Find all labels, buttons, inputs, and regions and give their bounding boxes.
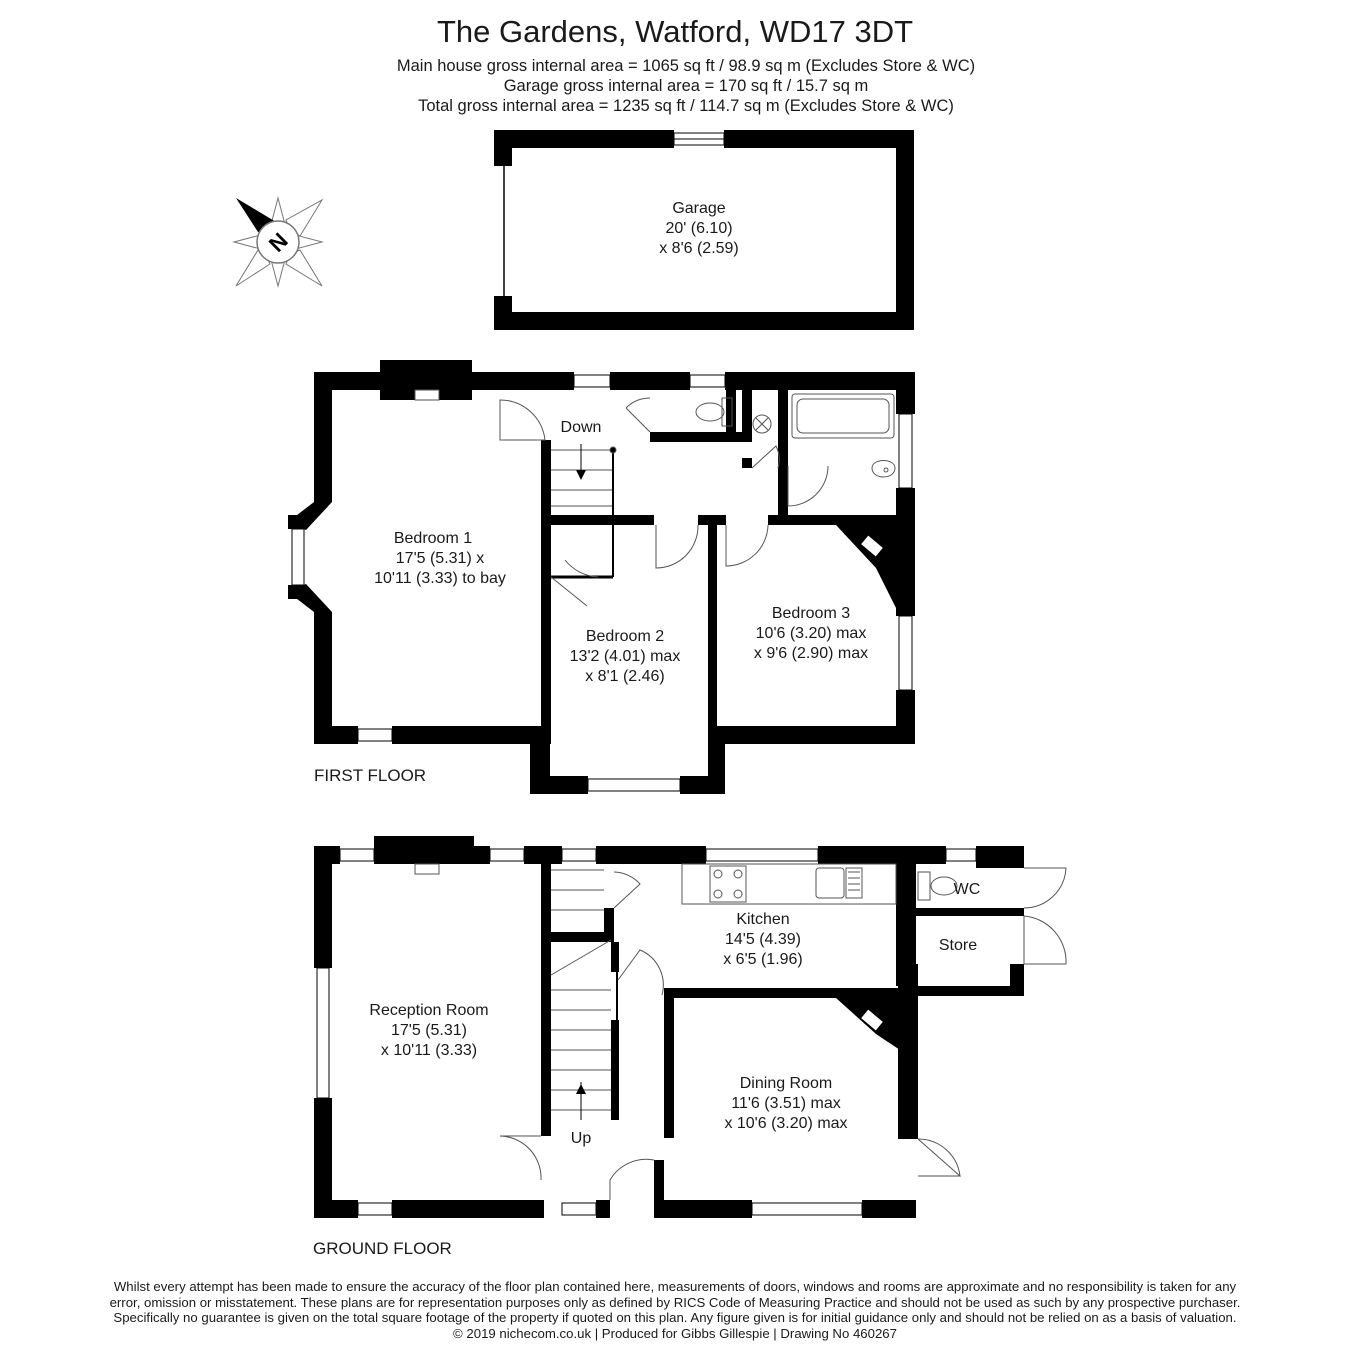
total-area: Total gross internal area = 1235 sq ft /… bbox=[418, 97, 954, 115]
ground-floor-fixtures bbox=[316, 848, 1067, 1216]
plan-title: The Gardens, Watford, WD17 3DT bbox=[436, 14, 914, 49]
disclaimer-line: Specifically no guarantee is given on th… bbox=[113, 1310, 1237, 1325]
dining-dim-2: x 10'6 (3.20) max bbox=[724, 1115, 847, 1132]
bedroom3-name: Bedroom 3 bbox=[772, 605, 850, 622]
disclaimer: Whilst every attempt has been made to en… bbox=[40, 1279, 1310, 1341]
bedroom1-dim-2: 10'11 (3.33) to bay bbox=[374, 570, 506, 587]
disclaimer-line: error, omission or misstatement. These p… bbox=[109, 1294, 1241, 1310]
garage-plan bbox=[494, 130, 914, 330]
bedroom2-dim-1: 13'2 (4.01) max bbox=[570, 648, 681, 665]
compass-icon: N bbox=[232, 196, 324, 288]
bedroom1-name: Bedroom 1 bbox=[394, 530, 472, 547]
stairs-down-label: Down bbox=[561, 419, 602, 436]
stairs-up-label: Up bbox=[571, 1130, 592, 1147]
kitchen-name: Kitchen bbox=[736, 911, 789, 928]
bedroom1-dim-1: 17'5 (5.31) x bbox=[396, 550, 484, 567]
bedroom3-dim-1: 10'6 (3.20) max bbox=[756, 625, 867, 642]
dining-name: Dining Room bbox=[740, 1075, 832, 1092]
kitchen-dim-2: x 6'5 (1.96) bbox=[723, 951, 803, 968]
reception-dim-2: x 10'11 (3.33) bbox=[381, 1042, 477, 1059]
garage-dim-1: 20' (6.10) bbox=[665, 220, 732, 237]
reception-dim-1: 17'5 (5.31) bbox=[391, 1022, 467, 1039]
reception-name: Reception Room bbox=[369, 1002, 488, 1019]
first-floor-fixtures bbox=[291, 374, 913, 792]
garage-area: Garage gross internal area = 170 sq ft /… bbox=[503, 77, 869, 95]
dining-dim-1: 11'6 (3.51) max bbox=[731, 1095, 840, 1112]
wc-label: WC bbox=[954, 881, 981, 898]
disclaimer-line: Whilst every attempt has been made to en… bbox=[113, 1279, 1237, 1294]
store-label: Store bbox=[939, 937, 977, 954]
first-floor-walls bbox=[288, 360, 915, 794]
ground-floor-label: GROUND FLOOR bbox=[313, 1239, 452, 1258]
main-house-area: Main house gross internal area = 1065 sq… bbox=[396, 57, 976, 75]
bedroom2-dim-2: x 8'1 (2.46) bbox=[585, 668, 665, 685]
garage-dim-2: x 8'6 (2.59) bbox=[659, 240, 739, 257]
bedroom3-dim-2: x 9'6 (2.90) max bbox=[754, 645, 868, 662]
first-floor-label: FIRST FLOOR bbox=[314, 766, 426, 785]
garage-name: Garage bbox=[672, 200, 725, 217]
ground-floor-walls bbox=[314, 836, 1024, 1218]
bedroom2-name: Bedroom 2 bbox=[586, 628, 664, 645]
kitchen-dim-1: 14'5 (4.39) bbox=[725, 931, 801, 948]
copyright-line: © 2019 nichecom.co.uk | Produced for Gib… bbox=[453, 1325, 897, 1341]
